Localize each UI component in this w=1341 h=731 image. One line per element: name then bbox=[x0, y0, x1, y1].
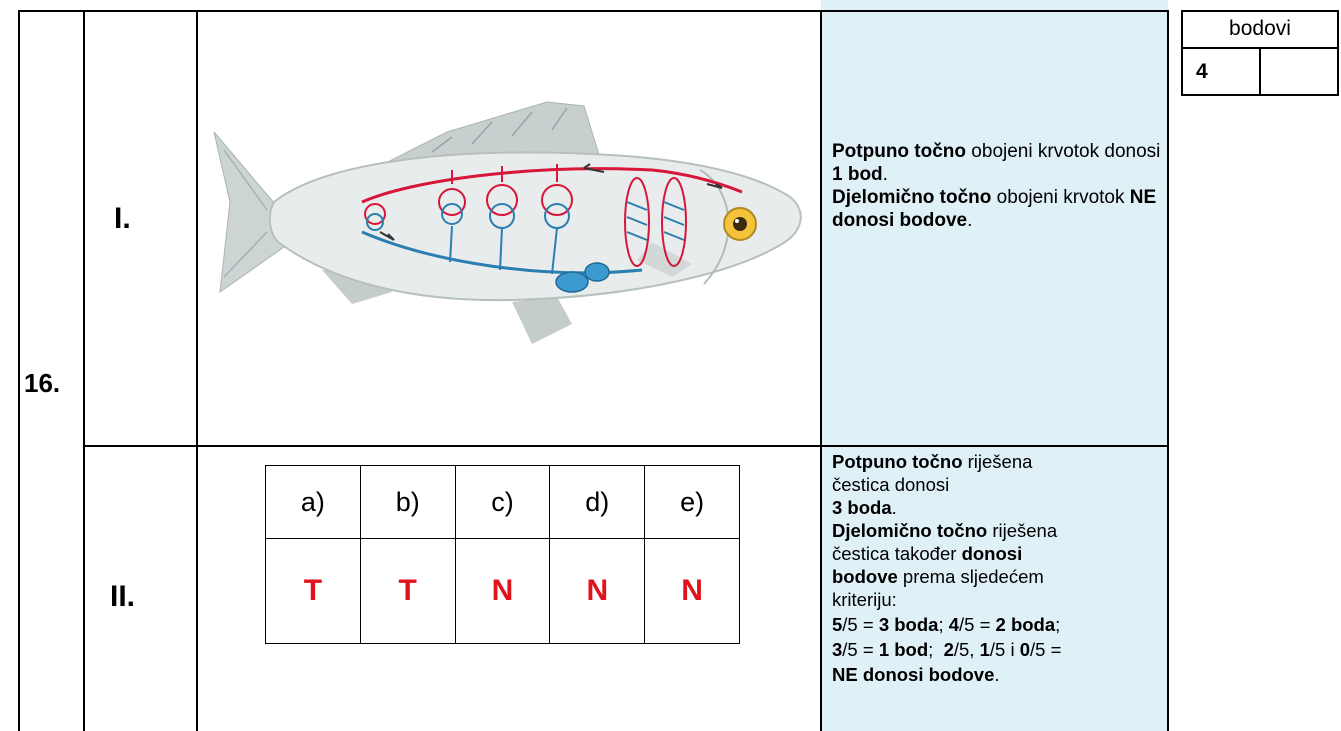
answer-value: N bbox=[644, 538, 740, 644]
fish-body bbox=[268, 151, 802, 302]
fish-circulation-image bbox=[213, 101, 802, 344]
crit2-line: Djelomično točno riješena bbox=[832, 520, 1058, 541]
crit2-line: 3/5 = 1 bod; 2/5, 1/5 i 0/5 = bbox=[832, 639, 1062, 660]
pelvic-fin bbox=[512, 297, 572, 344]
answer-value: N bbox=[454, 538, 551, 644]
flow-arrows bbox=[379, 163, 723, 241]
answer-label-row: a) b) c) d) e) bbox=[265, 465, 740, 539]
points-awarded-field[interactable] bbox=[1262, 50, 1336, 93]
grid-col-divider-1 bbox=[83, 10, 85, 731]
answer-label: c) bbox=[454, 465, 551, 539]
points-box-right bbox=[1337, 10, 1339, 96]
part-2-label: II. bbox=[110, 580, 136, 613]
answer-label: d) bbox=[549, 465, 646, 539]
crit2-line: Potpuno točno riješena bbox=[832, 451, 1033, 472]
grid-row-divider bbox=[83, 445, 1168, 447]
points-box-left bbox=[1181, 10, 1183, 96]
grid-top-border bbox=[18, 10, 1168, 12]
grid-left-border bbox=[18, 10, 20, 731]
heart bbox=[555, 262, 610, 293]
criteria-background-part2 bbox=[821, 446, 1168, 731]
answer-label: e) bbox=[644, 465, 740, 539]
answer-value: N bbox=[549, 538, 646, 644]
points-max-value: 4 bbox=[1196, 60, 1208, 83]
answer-table: a) b) c) d) e) T T N N N bbox=[265, 465, 740, 644]
grid-col-divider-3 bbox=[820, 10, 822, 731]
crit2-line: kriteriju: bbox=[832, 589, 897, 610]
question-number: 16. bbox=[24, 368, 61, 398]
pectoral-fin bbox=[637, 242, 692, 277]
answer-label: a) bbox=[265, 465, 361, 539]
points-box-split bbox=[1259, 47, 1261, 95]
crit2-line: čestica donosi bbox=[832, 474, 950, 495]
grid-col-divider-4 bbox=[1167, 10, 1169, 731]
points-header: bodovi bbox=[1229, 17, 1291, 40]
criteria-background-part1 bbox=[821, 0, 1168, 446]
answer-value: T bbox=[359, 538, 456, 644]
part-1-label: I. bbox=[114, 202, 131, 235]
points-box-top bbox=[1181, 10, 1339, 12]
answer-label: b) bbox=[359, 465, 456, 539]
part-1-criteria-line-2: Djelomično točno obojeni krvotok NE dono… bbox=[832, 187, 1157, 231]
crit2-line: 5/5 = 3 boda; 4/5 = 2 boda; bbox=[832, 614, 1061, 635]
part-1-criteria-line-1: Potpuno točno obojeni krvotok donosi 1 b… bbox=[832, 141, 1161, 185]
crit2-line: 3 boda. bbox=[832, 497, 897, 518]
capillary-beds bbox=[364, 164, 573, 275]
grid-col-divider-2 bbox=[196, 10, 198, 731]
crit2-line: čestica također donosi bbox=[832, 543, 1023, 564]
crit2-line: bodove prema sljedećem bbox=[832, 566, 1044, 587]
answer-value-row: T T N N N bbox=[265, 538, 740, 644]
crit2-line: NE donosi bodove. bbox=[832, 664, 1000, 685]
part-2-criteria: Potpuno točno riješena čestica donosi 3 … bbox=[832, 450, 1162, 686]
answer-value: T bbox=[265, 538, 361, 644]
gills bbox=[624, 177, 687, 267]
points-box-bottom bbox=[1181, 94, 1339, 96]
part-1-criteria: Potpuno točno obojeni krvotok donosi 1 b… bbox=[832, 140, 1162, 232]
